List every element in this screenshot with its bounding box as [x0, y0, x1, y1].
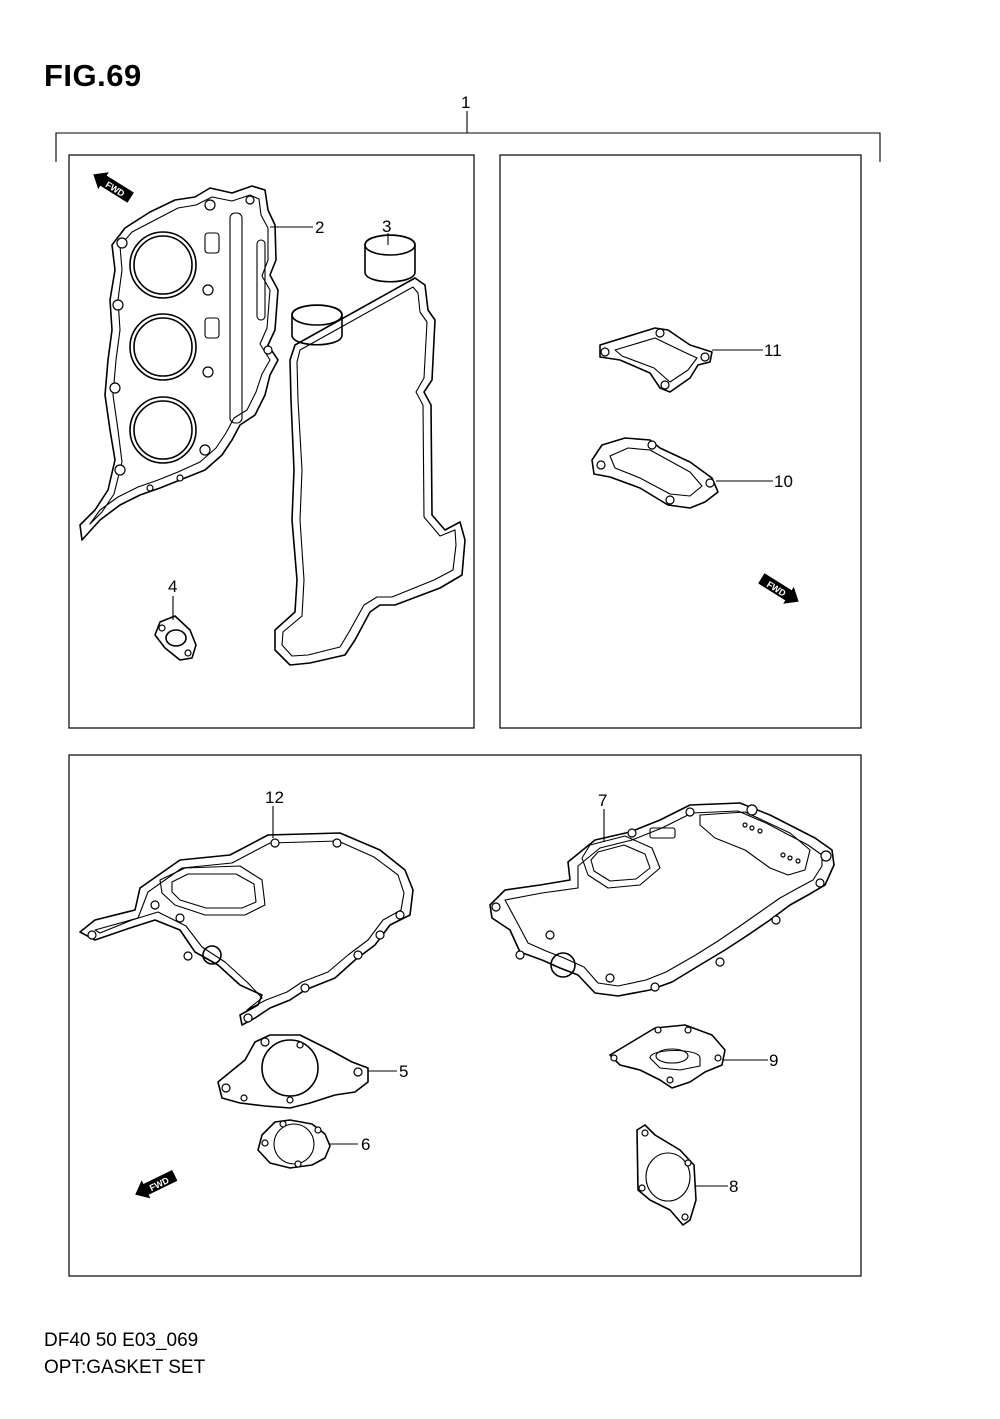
- callout-7: 7: [598, 791, 607, 810]
- small-gasket: [154, 596, 197, 661]
- callout-4: 4: [168, 577, 177, 596]
- figure-title: FIG.69: [44, 58, 142, 93]
- oil-pan-gasket: [79, 806, 414, 1026]
- diagram-caption: OPT:GASKET SET: [44, 1357, 206, 1378]
- fwd-arrow-icon: FWD: [758, 573, 799, 604]
- ring-gasket: [257, 1119, 358, 1169]
- fwd-arrow-icon: FWD: [135, 1169, 178, 1199]
- callout-8: 8: [729, 1177, 738, 1196]
- callout-5: 5: [399, 1062, 408, 1081]
- plate-gasket: [217, 1034, 397, 1109]
- oval-cover-gasket: [591, 437, 773, 509]
- panel-bottom: [68, 754, 862, 1277]
- cylinder-head-gasket: [79, 185, 313, 541]
- callout-9: 9: [769, 1051, 778, 1070]
- thermostat-gasket: [599, 327, 763, 393]
- crankcase-gasket: [489, 802, 835, 997]
- fwd-arrow-icon: FWD: [93, 172, 134, 203]
- pump-gasket: [609, 1024, 768, 1089]
- callout-12: 12: [265, 788, 284, 807]
- callout-3: 3: [382, 217, 391, 236]
- panel-top-right: [499, 154, 862, 729]
- callout-1: 1: [461, 93, 470, 112]
- callout-6: 6: [361, 1135, 370, 1154]
- diagram-code: DF40 50 E03_069: [44, 1330, 199, 1351]
- callout-2: 2: [315, 218, 324, 237]
- panel-top-left: [68, 154, 475, 729]
- square-gasket: [636, 1124, 728, 1226]
- set-bracket: 1: [55, 93, 881, 162]
- cover-gasket: [274, 233, 466, 666]
- callout-11: 11: [764, 341, 782, 360]
- callout-10: 10: [774, 472, 793, 491]
